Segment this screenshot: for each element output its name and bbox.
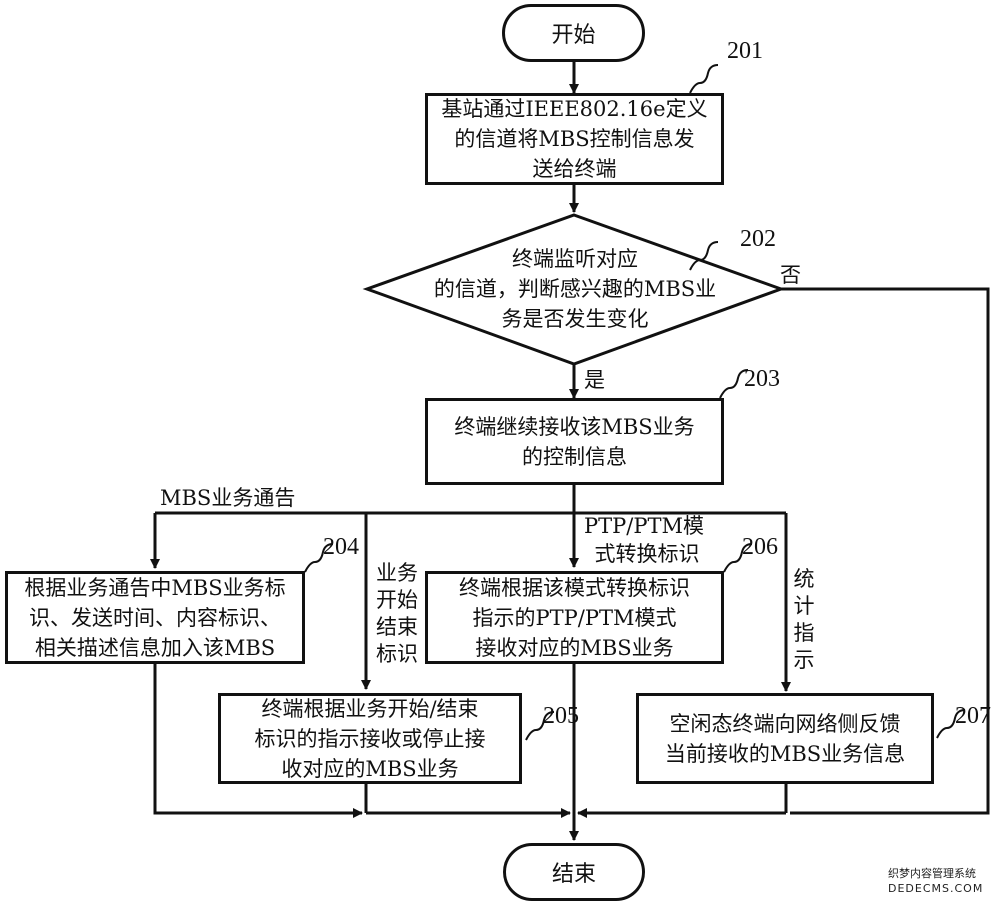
decision-line: 务是否发生变化 [501,307,649,331]
step-207-line: 空闲态终端向网络侧反馈 [669,711,901,736]
step-number-206: 206 [742,534,778,560]
watermark-line: 织梦内容管理系统 [888,867,976,880]
decision-line: 的信道，判断感兴趣的MBS业 [433,277,717,301]
step-204-line: 相关描述信息加入该MBS [34,635,276,660]
step-205-line: 收对应的MBS业务 [281,756,459,781]
stat-line: 统 [793,567,815,591]
mbs-notice-label: MBS业务通告 [160,486,296,510]
step-number-202: 202 [740,226,776,252]
step-203-line: 的控制信息 [521,444,627,469]
step-201-line: 基站通过IEEE802.16e定义 [441,97,708,121]
step-201-box: 基站通过IEEE802.16e定义 的信道将MBS控制信息发 送给终端 [425,93,724,185]
step-number-201: 201 [727,38,763,64]
step-number-203: 203 [744,366,780,392]
step-207-line: 当前接收的MBS业务信息 [664,741,906,766]
step-207-box: 空闲态终端向网络侧反馈 当前接收的MBS业务信息 [636,693,934,784]
ptp-ptm-label: PTP/PTM模 式转换标识 [584,512,704,568]
step-number-207: 207 [955,703,991,729]
step-203-line: 终端继续接收该MBS业务 [454,414,695,439]
step-number-204: 204 [323,534,359,560]
step-204-line: 识、发送时间、内容标识、 [28,605,281,630]
stat-indicator-label: 统 计 指 示 [792,566,816,674]
stat-line: 示 [793,648,815,672]
watermark: 织梦内容管理系统 DEDECMS.COM [888,866,983,896]
start-end-flag-label: 业务 开始 结束 标识 [372,560,422,668]
step-201-line: 的信道将MBS控制信息发 [454,127,695,151]
decision-line: 终端监听对应 [512,247,638,271]
step-number-205: 205 [543,703,579,729]
step-205-line: 终端根据业务开始/结束 [261,696,479,721]
flag-line: 业务 [376,561,418,585]
step-206-line: 接收对应的MBS业务 [475,635,674,660]
step-204-box: 根据业务通告中MBS业务标 识、发送时间、内容标识、 相关描述信息加入该MBS [5,571,305,664]
stat-line: 指 [793,621,815,645]
step-206-line: 终端根据该模式转换标识 [459,575,690,600]
watermark-line: DEDECMS.COM [888,882,984,895]
stat-line: 计 [793,594,815,618]
ptp-line: PTP/PTM模 [584,514,704,538]
yes-label: 是 [584,368,605,392]
step-206-box: 终端根据该模式转换标识 指示的PTP/PTM模式 接收对应的MBS业务 [425,571,724,664]
arrow-202-no [781,287,990,815]
no-label: 否 [780,263,801,287]
start-label: 开始 [551,23,596,48]
end-terminal: 结束 [503,843,645,901]
end-label: 结束 [551,862,596,887]
step-205-box: 终端根据业务开始/结束 标识的指示接收或停止接 收对应的MBS业务 [218,693,522,784]
flag-line: 结束 [376,615,418,639]
step-205-line: 标识的指示接收或停止接 [254,726,486,751]
flag-line: 标识 [376,642,418,666]
step-203-box: 终端继续接收该MBS业务 的控制信息 [425,398,724,485]
step-201-line: 送给终端 [532,157,617,181]
ptp-line: 式转换标识 [594,542,700,566]
decision-202-text: 终端监听对应 的信道，判断感兴趣的MBS业 务是否发生变化 [400,244,750,334]
step-206-line: 指示的PTP/PTM模式 [472,605,677,630]
step-204-line: 根据业务通告中MBS业务标 [24,575,286,600]
start-terminal: 开始 [502,4,645,62]
flag-line: 开始 [376,588,418,612]
